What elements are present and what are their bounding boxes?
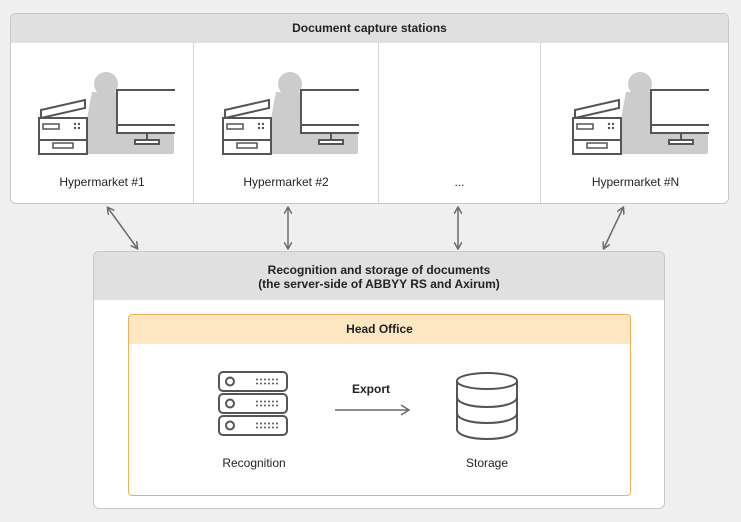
station-label: Hypermarket #N [591, 175, 680, 189]
head-office-box: Head Office Recognition Export [128, 314, 631, 496]
station-2: Hypermarket #2 [194, 43, 379, 203]
head-office-title: Head Office [129, 315, 630, 344]
server-panel: Recognition and storage of documents (th… [93, 251, 665, 509]
station-label: Hypermarket #2 [243, 175, 329, 189]
arrow-station-n [604, 208, 623, 248]
storage-label: Storage [465, 456, 509, 470]
station-n: Hypermarket #N [541, 43, 728, 203]
station-1: Hypermarket #1 [11, 43, 194, 203]
export-arrow-icon [335, 404, 411, 416]
workstation-icon [38, 72, 175, 155]
recognition-label: Recognition [222, 456, 286, 470]
arrow-station-1 [108, 208, 137, 248]
capture-stations-title: Document capture stations [11, 14, 728, 43]
station-ellipsis: ... [379, 43, 541, 203]
database-icon [456, 372, 518, 441]
server-rack-icon [218, 371, 288, 436]
server-title-line2: (the server-side of ABBYY RS and Axirum) [258, 277, 500, 291]
server-title-line1: Recognition and storage of documents [267, 263, 491, 277]
station-label: Hypermarket #1 [59, 175, 145, 189]
export-label: Export [351, 382, 390, 396]
workstation-icon [222, 72, 359, 155]
stations-row: Hypermarket #1 Hypermarket #2 [11, 43, 728, 203]
station-label: ... [454, 175, 465, 189]
server-panel-title: Recognition and storage of documents (th… [94, 252, 664, 300]
capture-stations-panel: Document capture stations Hypermarket #1 [10, 13, 729, 204]
workstation-icon [571, 72, 709, 155]
